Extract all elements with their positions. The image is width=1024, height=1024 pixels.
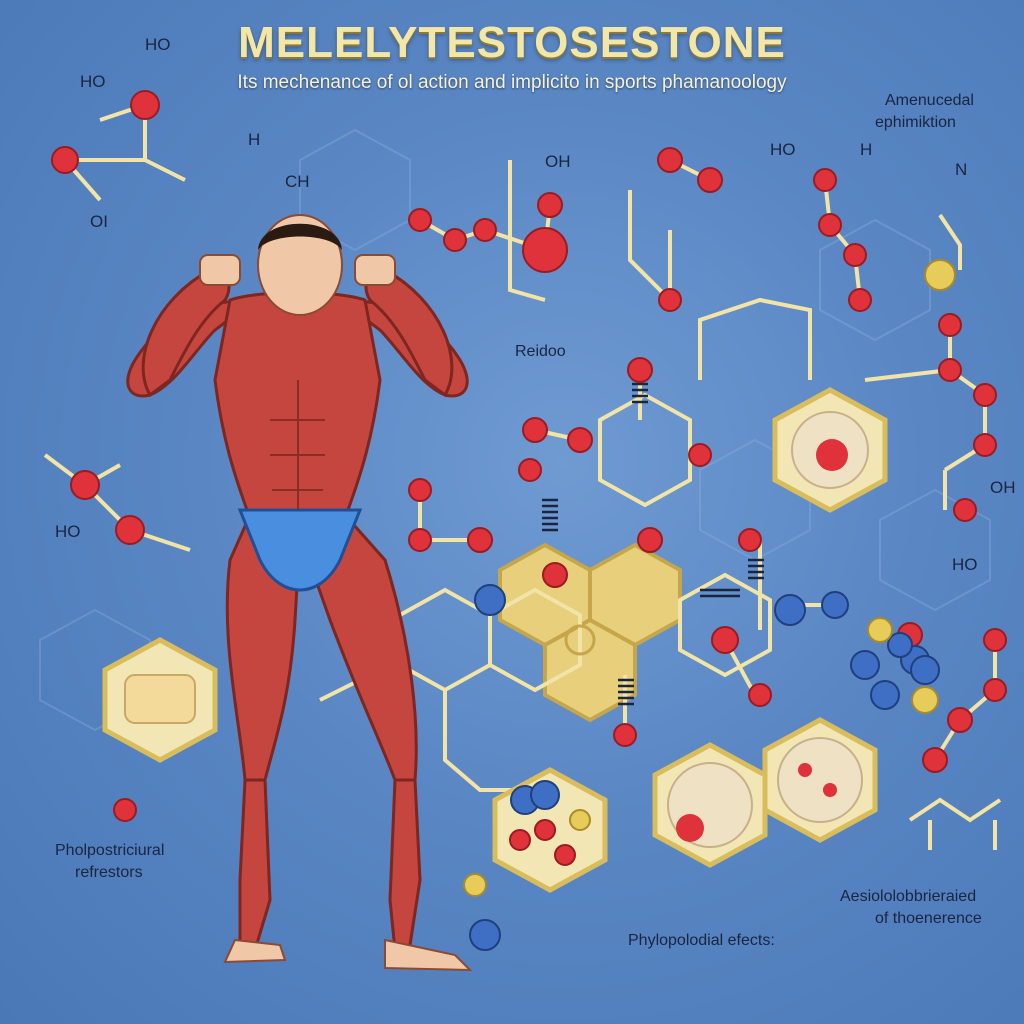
label-top-right-1: Amenucedal — [885, 92, 974, 109]
atom-label: HO — [145, 35, 171, 54]
atom-label: CH — [285, 172, 310, 191]
label-bottom-right-1: Aesiololobbrieraied — [840, 888, 977, 905]
sulfur-atoms — [463, 259, 956, 897]
oxygen-atoms — [51, 90, 1007, 866]
infographic-title: MELELYTESTOSESTONE — [238, 18, 786, 67]
label-middle: Reidoo — [515, 343, 566, 360]
atom-label: N — [955, 160, 968, 179]
bond-springs — [542, 376, 764, 706]
label-top-right-2: ephimiktion — [875, 114, 956, 131]
nitrogen-atoms — [469, 584, 940, 951]
atom-label: OI — [90, 212, 108, 231]
muscle-anatomy-figure — [126, 214, 473, 972]
atom-label: OH — [990, 478, 1016, 497]
label-bottom-right-2: of thoenerence — [875, 910, 982, 927]
label-left-bottom-2: refrestors — [75, 864, 143, 881]
label-bottom-center: Phylopolodial efects: — [628, 932, 775, 949]
atom-label: H — [860, 140, 873, 159]
label-left-bottom-1: Pholpostriciural — [55, 842, 165, 859]
atom-label: HO — [770, 140, 796, 159]
infographic-subtitle: Its mechenance of ol action and implicit… — [237, 72, 787, 93]
atom-label: HO — [952, 555, 978, 574]
atom-label: OH — [545, 152, 571, 171]
atom-label: HO — [55, 522, 81, 541]
atom-label: HO — [80, 72, 106, 91]
atom-label: H — [248, 130, 261, 149]
